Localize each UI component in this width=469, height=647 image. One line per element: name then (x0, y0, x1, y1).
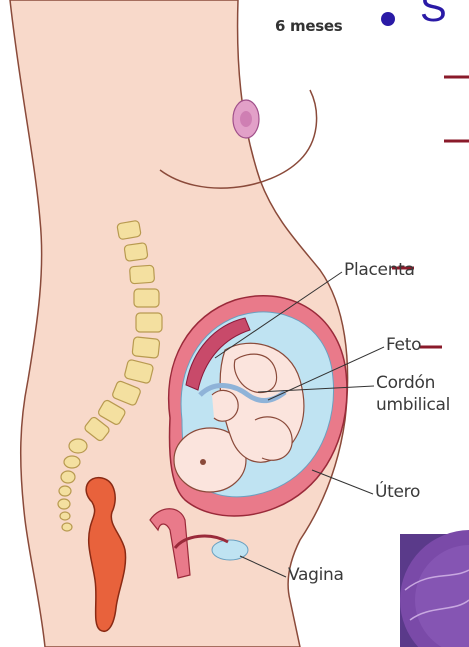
umbilical-cord-label-line2: umbilical (376, 394, 450, 416)
vagina-label: Vagina (288, 565, 344, 585)
fetus-label: Feto (386, 335, 421, 355)
uterus-label: Útero (375, 482, 420, 502)
umbilical-cord-label-line1: Cordón (376, 372, 450, 394)
months-label: 6 meses (275, 17, 342, 35)
globe-image (400, 530, 469, 647)
slide-bullet (381, 12, 395, 26)
umbilical-cord-label: Cordón umbilical (376, 372, 450, 416)
slide-title: S (420, 0, 447, 31)
placenta-label: Placenta (344, 260, 415, 280)
